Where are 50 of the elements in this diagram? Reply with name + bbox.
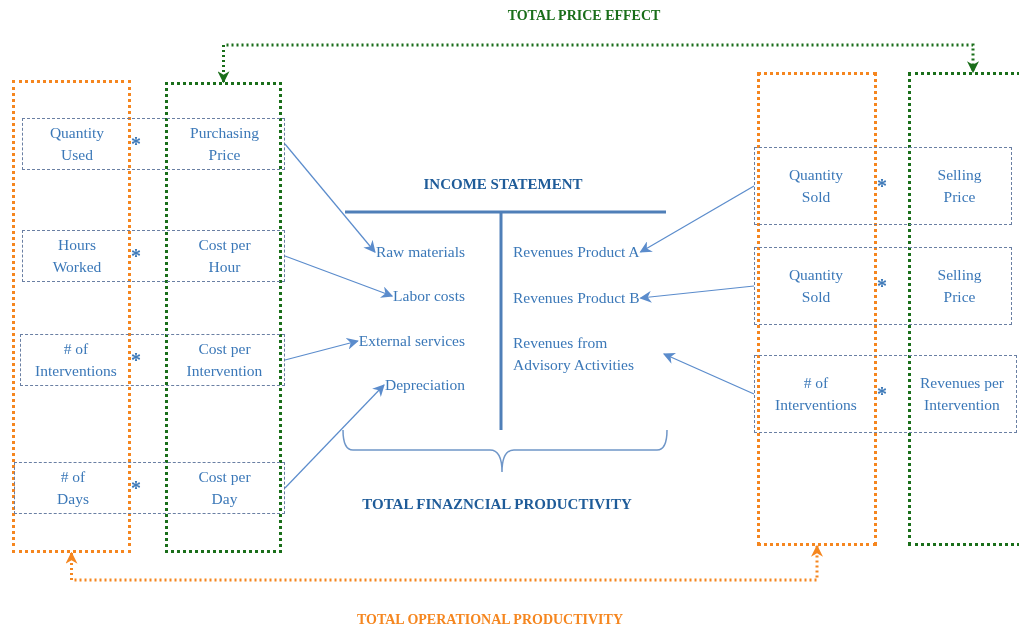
formula-box — [22, 230, 285, 282]
income-statement-item: Raw materials — [375, 241, 465, 263]
factor-label: Revenues per Intervention — [919, 373, 1005, 415]
multiply-sign: * — [131, 348, 141, 371]
income-statement-item: Revenues Product A — [513, 241, 640, 263]
formula-box — [14, 462, 285, 514]
multiply-sign: * — [877, 174, 887, 197]
formula-box — [754, 247, 1012, 325]
arrow — [284, 337, 359, 361]
multiply-sign: * — [131, 132, 141, 155]
arrow — [284, 143, 376, 253]
factor-label: Quantity Sold — [787, 165, 845, 207]
income-statement-item: Revenues Product B — [513, 287, 640, 309]
factor-label: Purchasing Price — [189, 123, 260, 165]
dotted-arrow — [65, 544, 823, 582]
dotted-column-frame — [165, 82, 282, 553]
arrow — [284, 255, 394, 298]
factor-label: Cost per Day — [197, 467, 252, 509]
formula-box — [754, 355, 1017, 433]
section-heading: TOTAL FINAZNCIAL PRODUCTIVITY — [362, 496, 632, 513]
factor-label: Selling Price — [936, 165, 983, 207]
factor-label: Cost per Intervention — [185, 339, 264, 381]
factor-label: # of Interventions — [774, 373, 858, 415]
formula-box — [22, 118, 285, 170]
factor-label: # of Interventions — [34, 339, 118, 381]
factor-label: Hours Worked — [51, 235, 103, 277]
arrow — [639, 185, 755, 253]
factor-label: # of Days — [56, 467, 90, 509]
dotted-column-frame — [908, 72, 1019, 546]
multiply-sign: * — [131, 244, 141, 267]
multiply-sign: * — [877, 274, 887, 297]
factor-label: Quantity Sold — [787, 265, 845, 307]
section-heading: INCOME STATEMENT — [423, 176, 583, 193]
income-statement-item: Labor costs — [393, 285, 465, 307]
factor-label: Cost per Hour — [197, 235, 252, 277]
income-statement-item: Revenues from Advisory Activities — [513, 332, 663, 376]
formula-box — [20, 334, 285, 386]
income-statement-item: Depreciation — [384, 374, 465, 396]
dotted-column-frame — [757, 72, 877, 546]
multiply-sign: * — [131, 476, 141, 499]
arrow — [639, 285, 755, 303]
formula-box — [754, 147, 1012, 225]
dotted-arrow — [217, 43, 979, 84]
dotted-column-frame — [12, 80, 131, 553]
factor-label: Selling Price — [936, 265, 983, 307]
income-statement-item: External services — [358, 330, 465, 352]
multiply-sign: * — [877, 382, 887, 405]
factor-label: Quantity Used — [48, 123, 106, 165]
arrow — [284, 384, 385, 489]
arrow — [662, 352, 755, 395]
